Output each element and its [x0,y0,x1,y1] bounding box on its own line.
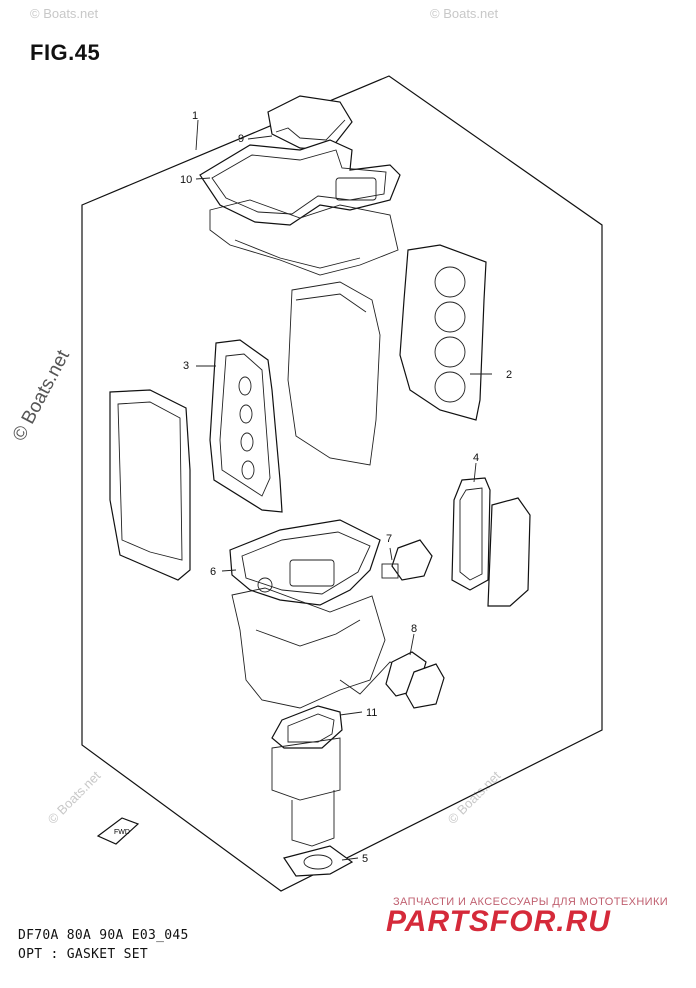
callout-3: 3 [183,360,189,372]
side-cover-gasket-left [109,389,191,581]
watermark-top-right: © Boats.net [430,6,499,21]
watermark-top-left: © Boats.net [30,6,99,21]
part-3-valve-cover-gasket [209,339,283,513]
fwd-label: FWD [114,829,130,836]
part-8-flange-gasket [385,651,445,709]
brand-tagline: ЗАПЧАСТИ И АКСЕССУАРЫ ДЛЯ МОТОТЕХНИКИ [393,896,669,908]
part-9-cover-gasket [267,95,353,151]
callout-9: 9 [238,133,244,145]
callout-5: 5 [362,853,368,865]
part-2-cylinder-head-gasket [399,244,487,421]
callout-2: 2 [506,369,512,381]
right-side-cover [487,497,531,607]
part-11-lower-gasket [271,705,343,749]
part-4-side-cover-gasket [451,477,491,591]
callout-6: 6 [210,566,216,578]
callout-10: 10 [180,174,192,186]
part-6-crankcase-gasket [229,519,381,606]
part-5-bottom-gasket [283,845,354,877]
crankcase-outline [231,587,405,709]
callout-7: 7 [386,533,392,545]
footer-section-line: OPT : GASKET SET [18,947,149,962]
callout-1: 1 [192,110,198,122]
cylinder-head-outline [209,199,399,276]
callout-4: 4 [473,452,479,464]
figure-title: FIG.45 [30,40,101,65]
gasket-set-boundary [81,75,603,892]
footer-model-line: DF70A 80A 90A E03_045 [18,928,189,943]
callout-8: 8 [411,623,417,635]
callout-11: 11 [366,707,377,719]
callout-leaders [195,119,492,861]
brand-logo-text: PARTSFOR.RU [386,905,611,938]
cylinder-block-outline [287,281,381,466]
fwd-arrow-icon: FWD [96,817,140,845]
lower-housing-outline [271,737,341,847]
part-10-head-cover-gasket [199,139,401,226]
part-7-seal [381,539,433,581]
